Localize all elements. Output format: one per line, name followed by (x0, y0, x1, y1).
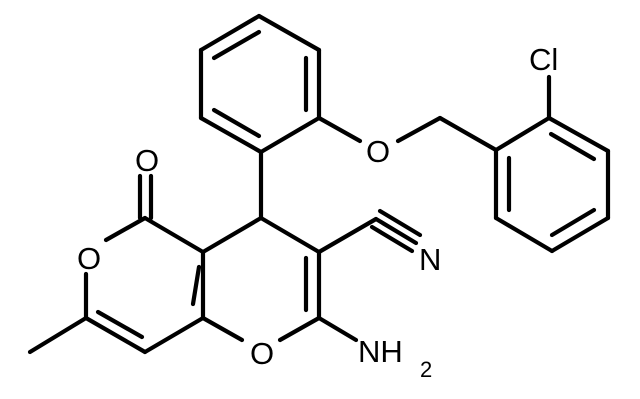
ketone-oxygen-label: O (135, 143, 159, 178)
bond (198, 115, 264, 155)
bond (493, 215, 555, 254)
bond (369, 224, 415, 254)
nitrile-nitrogen-label: N (419, 242, 441, 277)
bond (190, 264, 202, 307)
bond (377, 208, 423, 238)
bond (103, 215, 148, 243)
bond (316, 115, 363, 144)
bond (549, 215, 611, 254)
bond (548, 131, 597, 162)
bond (211, 107, 262, 139)
bond (546, 115, 611, 154)
bond (83, 315, 148, 355)
atom-labels: Cl O O O O N NH 2 (77, 42, 558, 382)
bond-lines (27, 13, 611, 355)
bond (277, 315, 322, 343)
bond (437, 115, 499, 153)
lactone-ring-oxygen-label: O (77, 241, 101, 276)
bond (142, 215, 206, 255)
bond (316, 216, 379, 255)
bond (211, 29, 262, 61)
bond (316, 315, 359, 343)
bond (258, 215, 322, 255)
amine-nitrogen-label: NH (358, 334, 403, 369)
pyran-ring-oxygen-label: O (250, 336, 274, 371)
bond (198, 13, 262, 53)
bond (373, 216, 419, 246)
amine-subscript: 2 (420, 357, 432, 382)
bond (95, 309, 145, 340)
chlorine-label: Cl (529, 42, 558, 77)
bond (395, 115, 443, 144)
bond (200, 315, 245, 343)
bond (549, 207, 597, 238)
bond (258, 115, 322, 155)
bond (27, 315, 89, 355)
ether-oxygen-label: O (366, 134, 390, 169)
bond (493, 115, 552, 153)
bond (256, 13, 322, 53)
bond (200, 215, 264, 255)
bond (142, 315, 206, 355)
